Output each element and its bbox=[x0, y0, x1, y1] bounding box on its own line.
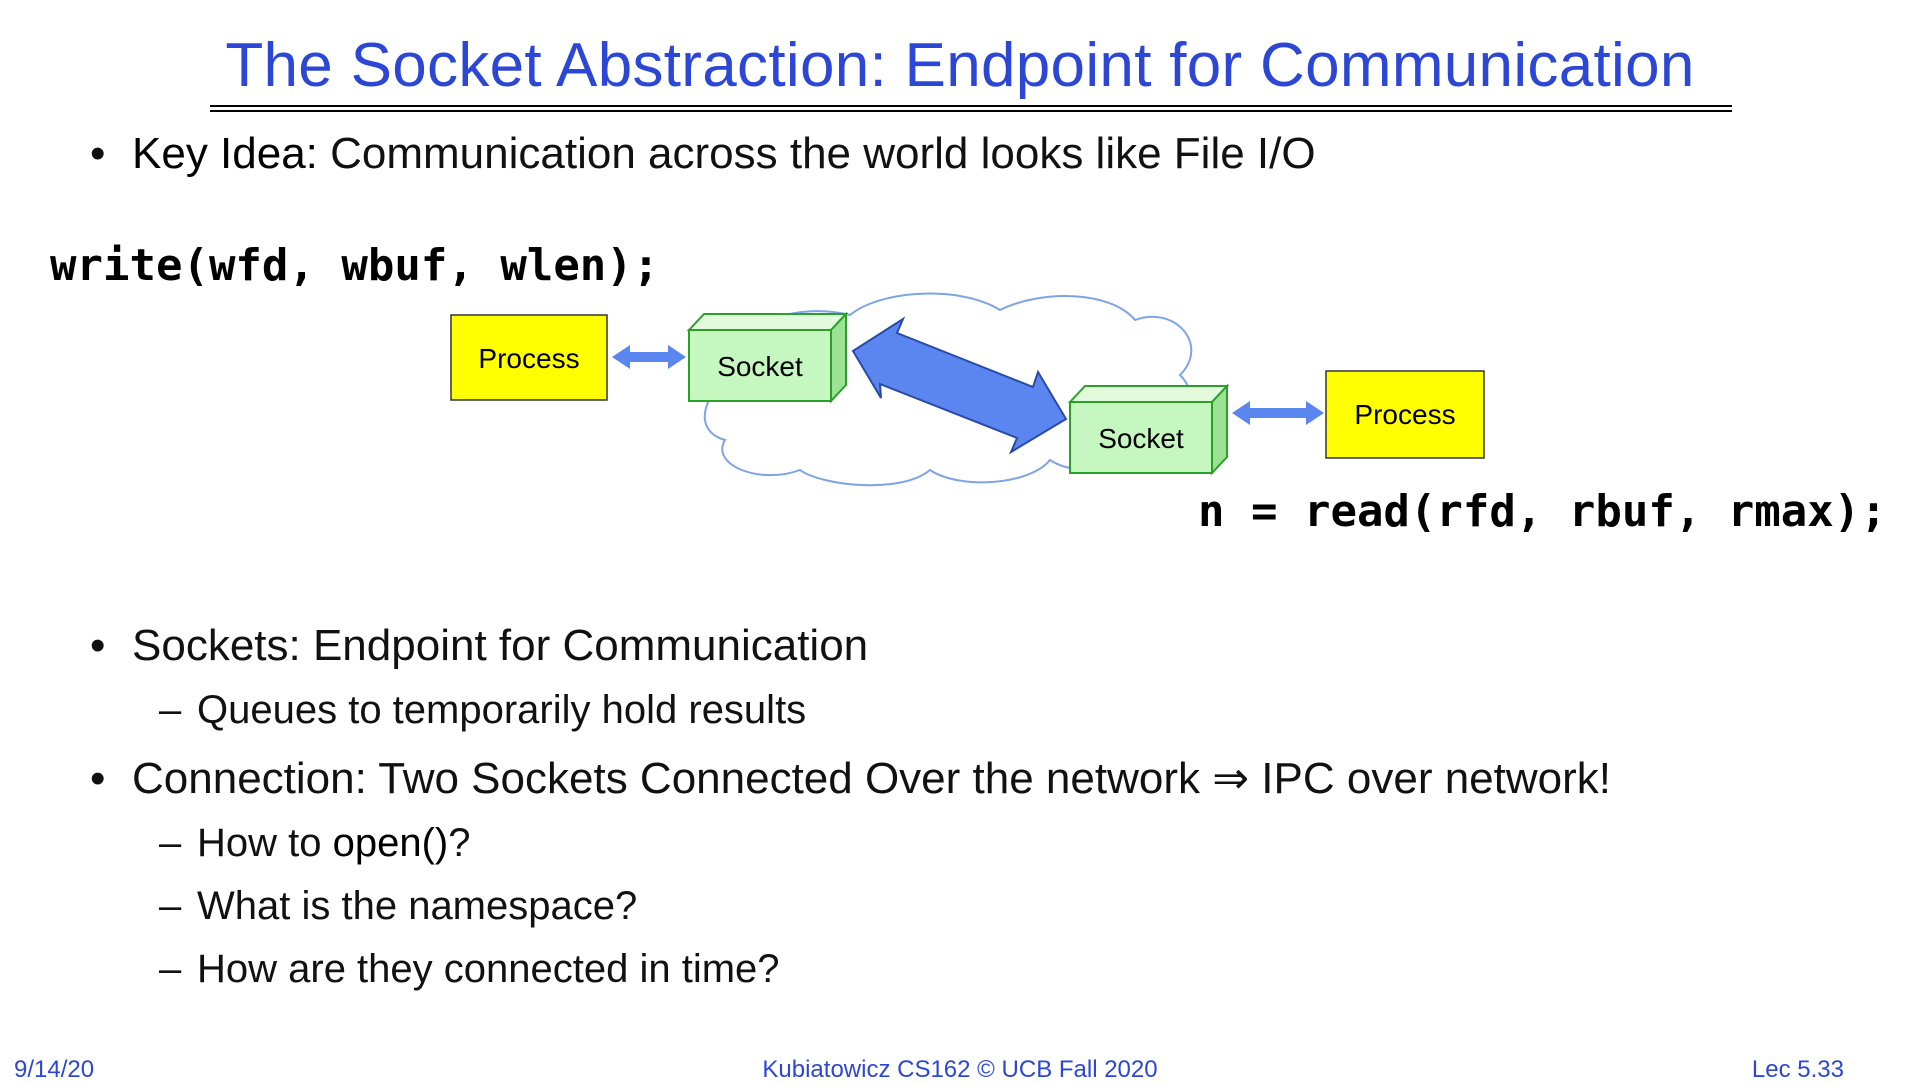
footer-course: Kubiatowicz CS162 © UCB Fall 2020 bbox=[762, 1056, 1158, 1083]
sub-open: – How to open()? bbox=[159, 817, 471, 869]
bullet-dot: • bbox=[90, 129, 106, 178]
bullet-key-idea: • Key Idea: Communication across the wor… bbox=[90, 126, 1316, 182]
socket-label-right: Socket bbox=[1098, 423, 1184, 454]
title-underline bbox=[210, 105, 1732, 112]
sub-open-suffix: ? bbox=[448, 821, 471, 865]
arrow-right-link bbox=[1232, 401, 1324, 425]
bullet-dot: • bbox=[90, 621, 106, 670]
socket-diagram: Process Socket Socket Process bbox=[450, 292, 1485, 487]
socket-box-right: Socket bbox=[1067, 383, 1230, 476]
process-box-right: Process bbox=[1325, 370, 1485, 459]
sub-queues: – Queues to temporarily hold results bbox=[159, 684, 807, 736]
code-read: n = read(rfd, rbuf, rmax); bbox=[1198, 486, 1887, 537]
sub-dash: – bbox=[159, 688, 182, 732]
sub-time-text: How are they connected in time? bbox=[197, 947, 780, 991]
sub-time: – How are they connected in time? bbox=[159, 943, 780, 995]
process-label-left: Process bbox=[478, 343, 579, 374]
arrow-left-link bbox=[612, 345, 686, 369]
socket-box-left: Socket bbox=[686, 311, 849, 404]
process-box-left: Process bbox=[450, 314, 608, 401]
sub-queues-text: Queues to temporarily hold results bbox=[197, 688, 807, 732]
sub-dash: – bbox=[159, 821, 182, 865]
bullet-connection-text: Connection: Two Sockets Connected Over t… bbox=[132, 754, 1611, 803]
arrow-network-link bbox=[851, 316, 1068, 455]
footer-date: 9/14/20 bbox=[14, 1056, 95, 1083]
sub-dash: – bbox=[159, 884, 182, 928]
sub-namespace: – What is the namespace? bbox=[159, 880, 638, 932]
slide-title: The Socket Abstraction: Endpoint for Com… bbox=[225, 31, 1695, 100]
sub-namespace-text: What is the namespace? bbox=[197, 884, 638, 928]
bullet-dot: • bbox=[90, 754, 106, 803]
bullet-sockets: • Sockets: Endpoint for Communication bbox=[90, 618, 869, 674]
key-idea-text: Communication across the world looks lik… bbox=[317, 129, 1316, 178]
key-idea-label: Key Idea: bbox=[132, 129, 318, 178]
bullet-sockets-text: Sockets: Endpoint for Communication bbox=[132, 621, 869, 670]
process-label-right: Process bbox=[1354, 399, 1455, 430]
code-write: write(wfd, wbuf, wlen); bbox=[50, 240, 660, 291]
bullet-connection: • Connection: Two Sockets Connected Over… bbox=[90, 751, 1611, 807]
sub-open-prefix: How to bbox=[197, 821, 333, 865]
footer-slide-number: Lec 5.33 bbox=[1751, 1056, 1844, 1083]
sub-dash: – bbox=[159, 947, 182, 991]
socket-label-left: Socket bbox=[717, 351, 803, 382]
sub-open-code: open() bbox=[332, 821, 449, 865]
